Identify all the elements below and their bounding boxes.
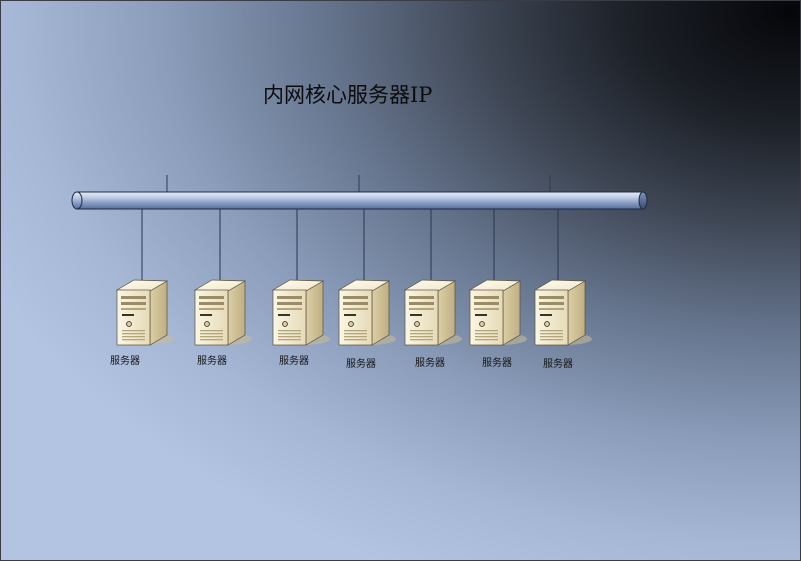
server-label: 服务器: [110, 356, 140, 367]
server-icon: [116, 279, 175, 346]
server-icon: [534, 279, 593, 346]
server-group: [116, 279, 593, 346]
server-label: 服务器: [482, 358, 512, 369]
server-label: 服务器: [197, 356, 227, 367]
connector-group: [141, 209, 559, 282]
server-icon: [338, 279, 397, 346]
server-label: 服务器: [543, 359, 573, 370]
server-icon: [194, 279, 253, 346]
server-label: 服务器: [346, 359, 376, 370]
diagram-title: 内网核心服务器IP: [263, 83, 433, 107]
network-bus: [71, 191, 648, 210]
server-label: 服务器: [415, 358, 445, 369]
server-icon: [469, 279, 528, 346]
server-label: 服务器: [279, 356, 309, 367]
server-icon: [404, 279, 463, 346]
server-icon: [272, 279, 331, 346]
